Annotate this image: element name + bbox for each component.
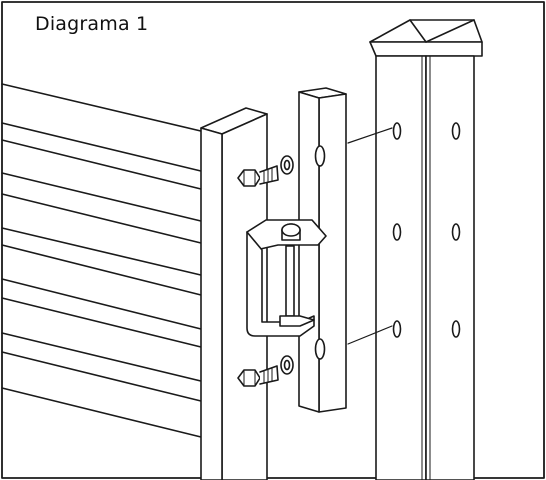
fence-post bbox=[369, 19, 483, 480]
hinge-plate bbox=[298, 87, 347, 413]
hinge-clamp bbox=[246, 219, 327, 337]
alignment-lines bbox=[347, 127, 393, 345]
top-bolt bbox=[237, 155, 294, 187]
fence-rails bbox=[1, 83, 206, 439]
gate-upright bbox=[200, 107, 268, 480]
bottom-bolt bbox=[237, 355, 294, 387]
diagram-title: Diagrama 1 bbox=[35, 13, 149, 35]
